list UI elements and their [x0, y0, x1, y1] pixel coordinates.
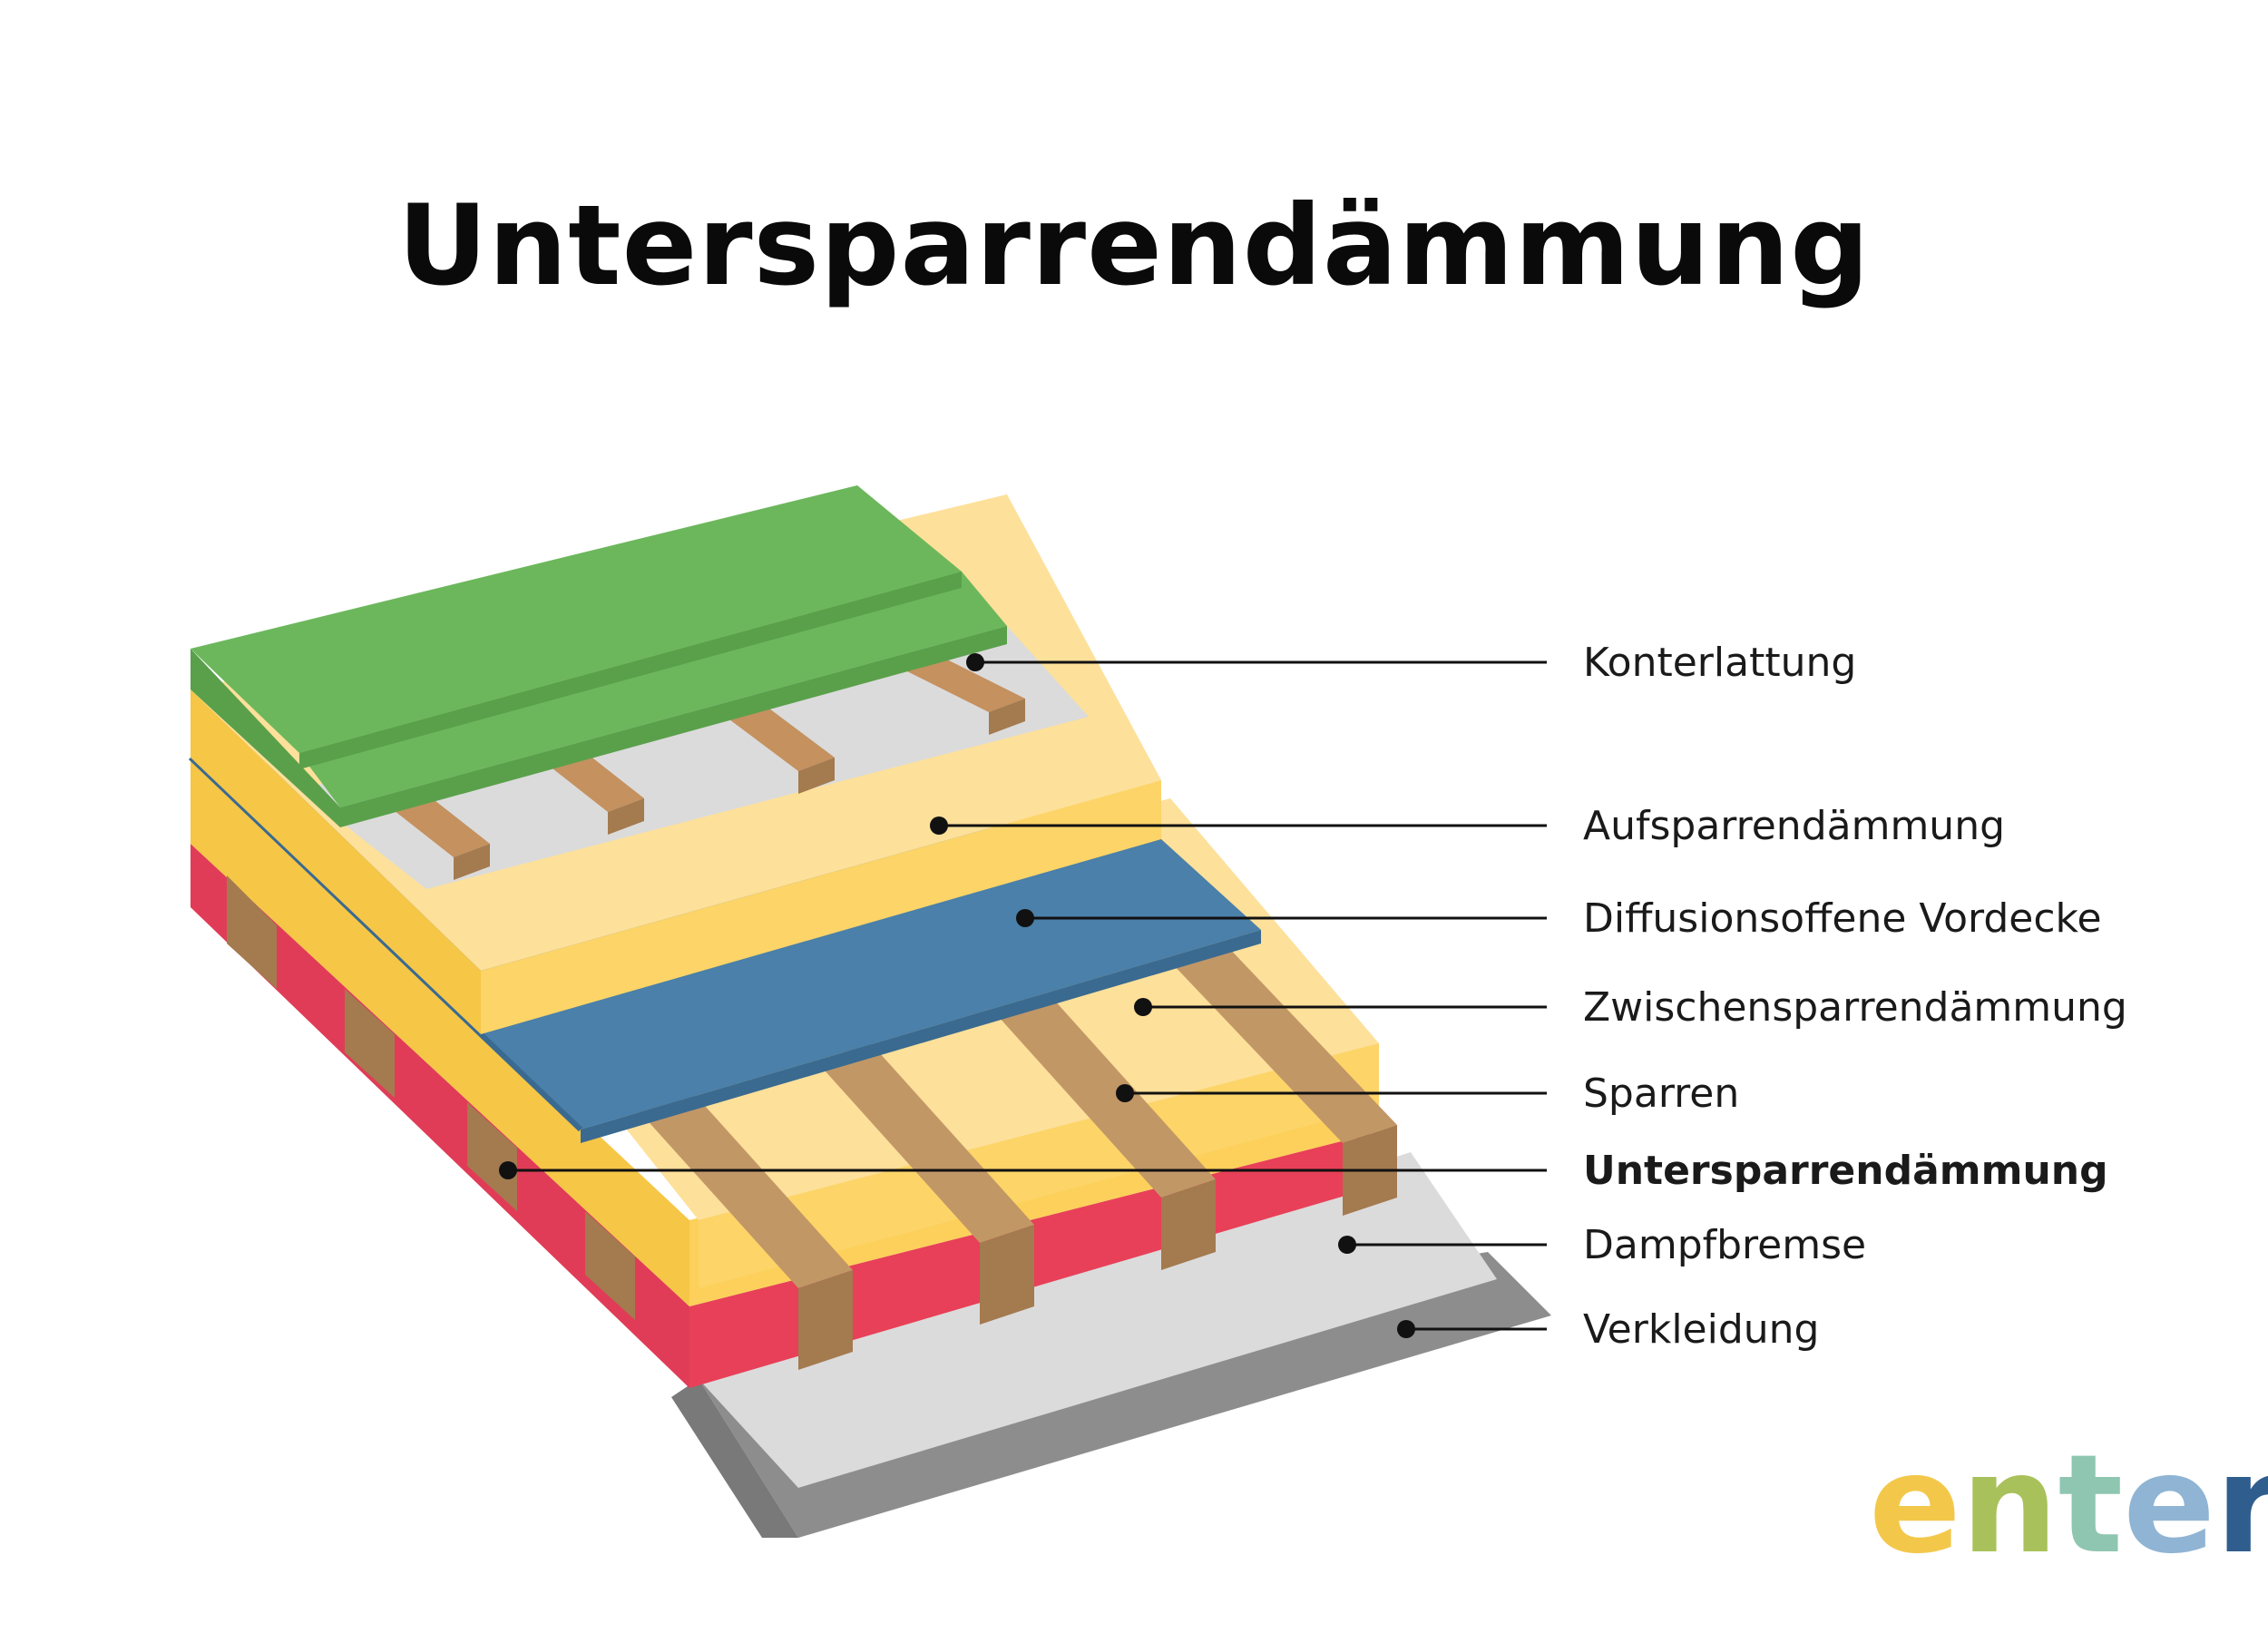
- layer-label: Untersparrendämmung: [1583, 1148, 2108, 1194]
- konterlattung-battens: [390, 658, 1025, 880]
- leader-dot: [966, 653, 984, 671]
- leader-dot: [1397, 1320, 1415, 1338]
- layer-label: Verkleidung: [1583, 1306, 1819, 1353]
- logo-letter: n: [1961, 1426, 2058, 1584]
- logo-letter: r: [2215, 1426, 2268, 1584]
- leader-dot: [1116, 1084, 1134, 1102]
- layer-label: Aufsparrendämmung: [1583, 803, 2005, 849]
- leader-dot: [499, 1161, 517, 1179]
- leader-dot: [1134, 998, 1152, 1016]
- battens-base: [299, 626, 1089, 889]
- dampfbremse-layer: [699, 1152, 1497, 1488]
- svg-text:enter: enter: [1869, 1426, 2268, 1584]
- leader-dot: [1338, 1236, 1356, 1254]
- leader-dot: [1016, 909, 1034, 927]
- layer-label: Sparren: [1583, 1071, 1739, 1117]
- logo-letter: t: [2058, 1426, 2124, 1584]
- page-title: Untersparrendämmung: [397, 181, 1871, 310]
- roof-cover: [191, 485, 1007, 827]
- layer-label: Zwischensparrendämmung: [1583, 984, 2127, 1031]
- logo-letter: e: [2123, 1426, 2215, 1584]
- enter-logo: enter: [1869, 1426, 2268, 1584]
- layer-labels: KonterlattungAufsparrendämmungDiffusions…: [1583, 640, 2127, 1353]
- sparren-rafters: [227, 875, 1397, 1370]
- leader-dot: [930, 816, 948, 835]
- layer-label: Diffusionsoffene Vordecke: [1583, 895, 2102, 942]
- layer-label: Konterlattung: [1583, 640, 1856, 686]
- leader-lines: [499, 653, 1547, 1338]
- layer-label: Dampfbremse: [1583, 1222, 1866, 1268]
- logo-letter: e: [1869, 1426, 1961, 1584]
